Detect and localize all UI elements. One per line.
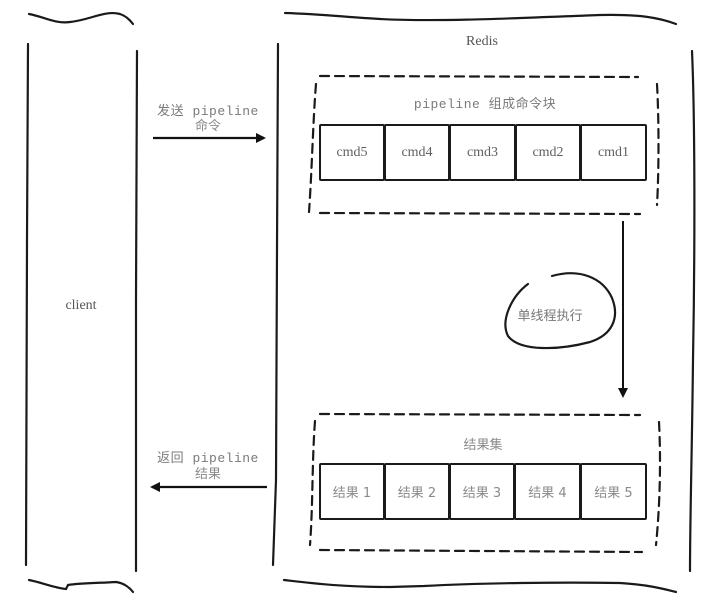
- pipeline-block-title: pipeline 组成命令块: [413, 97, 557, 112]
- return-arrow-label-line1: 返回 pipeline: [157, 451, 259, 466]
- client-bottom-edge: [27, 578, 135, 594]
- client-left-edge: [24, 42, 30, 567]
- command-box: cmd5: [319, 124, 385, 181]
- send-arrow-label-line1: 发送 pipeline: [157, 104, 259, 119]
- redis-container: [271, 11, 696, 594]
- redis-right-edge: [688, 49, 696, 573]
- send-arrow-label-line2: 命令: [194, 119, 221, 134]
- result-box: 结果 5: [580, 463, 647, 520]
- command-box: cmd1: [580, 124, 647, 181]
- client-column: [24, 12, 139, 594]
- command-box: cmd3: [449, 124, 516, 181]
- result-box: 结果 3: [449, 463, 515, 520]
- command-box: cmd2: [515, 124, 581, 181]
- result-box: 结果 4: [514, 463, 581, 520]
- execution-loop: [504, 272, 617, 350]
- redis-top-edge: [283, 11, 678, 26]
- execution-label: 单线程执行: [517, 309, 583, 324]
- return-arrow-label-line2: 结果: [194, 467, 221, 482]
- redis-left-edge: [271, 42, 280, 567]
- send-arrow-label: 发送 pipeline 命令: [157, 100, 259, 135]
- return-arrow-label: 返回 pipeline 结果: [157, 447, 259, 483]
- client-top-edge: [27, 12, 135, 26]
- client-label: client: [65, 298, 97, 313]
- command-box: cmd4: [384, 124, 450, 181]
- client-right-edge: [134, 49, 139, 573]
- redis-label: Redis: [466, 34, 498, 49]
- redis-bottom-edge: [282, 578, 678, 594]
- result-set-title: 结果集: [463, 438, 503, 453]
- result-dashed-box: [308, 412, 662, 554]
- pipeline-dashed-box: [307, 74, 660, 216]
- result-box: 结果 1: [319, 463, 385, 520]
- result-box: 结果 2: [384, 463, 450, 520]
